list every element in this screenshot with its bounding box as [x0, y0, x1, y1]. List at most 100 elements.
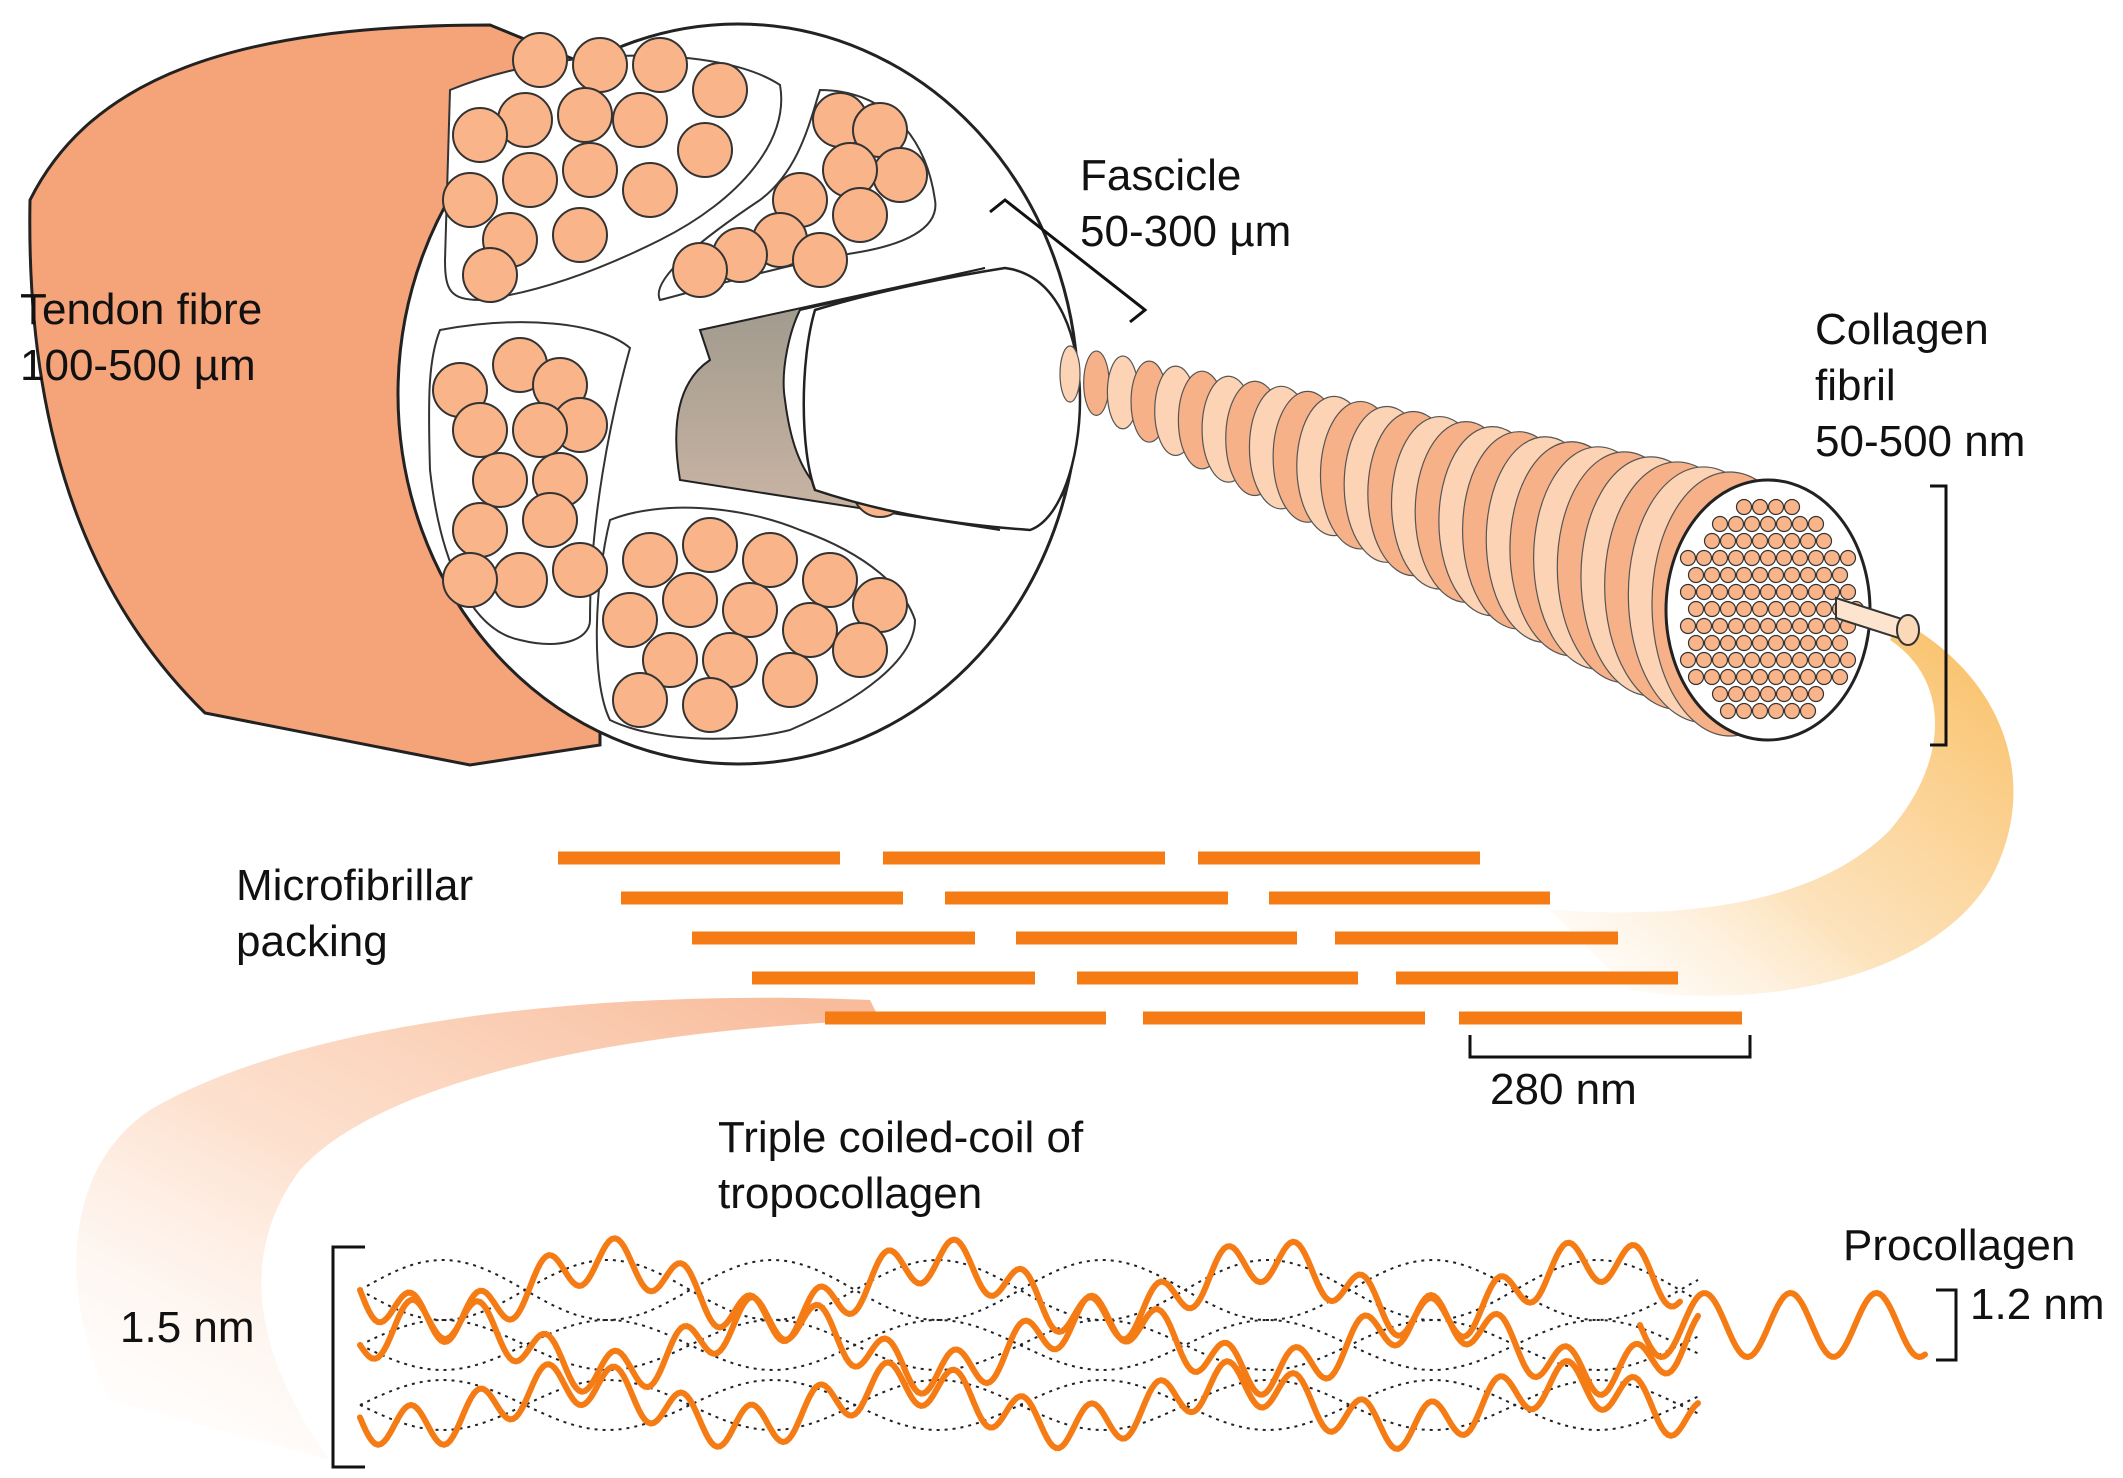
- fascicle-circle: [472, 452, 528, 508]
- microfibril-circle: [1831, 566, 1849, 584]
- fibril-end: [1664, 478, 1920, 742]
- microfibril-circle: [1743, 617, 1761, 635]
- microfibril-circle: [1815, 566, 1833, 584]
- fascicle-circle: [632, 37, 688, 93]
- microfibril-circle: [1799, 702, 1817, 720]
- fascicle-circle: [612, 672, 668, 728]
- fascicle-circle: [622, 532, 678, 588]
- microfibril-circle: [1783, 702, 1801, 720]
- fascicle-circle: [442, 172, 498, 228]
- microfibril-circle: [1751, 600, 1769, 618]
- coil-envelope: [359, 1318, 1699, 1372]
- microfibril-circle: [1767, 566, 1785, 584]
- fascicle-circle: [742, 532, 798, 588]
- microfibril-circle: [1751, 532, 1769, 550]
- microfibril-circle: [1767, 498, 1785, 516]
- microfibril-circle: [1735, 600, 1753, 618]
- fascicle-circle: [872, 147, 928, 203]
- fascicle-circle: [612, 92, 668, 148]
- microfibril-circle: [1823, 651, 1841, 669]
- microfibril-circle: [1703, 566, 1721, 584]
- label-collagen-fibril-size: 50-500 nm: [1815, 417, 2026, 466]
- microfibril-circle: [1719, 702, 1737, 720]
- fascicle-circle: [452, 107, 508, 163]
- fascicle-circle: [502, 152, 558, 208]
- microfibril-circle: [1695, 617, 1713, 635]
- microfibril-circle: [1759, 685, 1777, 703]
- microfibril-circle: [1775, 549, 1793, 567]
- microfibril-circle: [1711, 583, 1729, 601]
- fascicle-circle: [462, 247, 518, 303]
- microfibril-circle: [1807, 515, 1825, 533]
- microfibril-circle: [1823, 549, 1841, 567]
- microfibril-circle: [1735, 702, 1753, 720]
- microfibril-circle: [1751, 668, 1769, 686]
- microfibril-circle: [1679, 651, 1697, 669]
- triple-helix-bracket: [331, 1245, 365, 1469]
- fascicle-circle: [552, 207, 608, 263]
- fascicle-circle: [622, 162, 678, 218]
- microfibril-circle: [1823, 583, 1841, 601]
- microfibril-circle: [1719, 566, 1737, 584]
- microfibril-circle: [1791, 685, 1809, 703]
- microfibril-circle: [1735, 498, 1753, 516]
- microfibril-circle: [1775, 617, 1793, 635]
- microfibril-circle: [1679, 583, 1697, 601]
- fascicle-cavity: [675, 267, 1001, 531]
- microfibril-circle: [1743, 549, 1761, 567]
- microfibril-circle: [1735, 634, 1753, 652]
- microfibril-circle: [1759, 583, 1777, 601]
- fascicle-circle: [552, 542, 608, 598]
- fascicle-circle: [832, 187, 888, 243]
- fascicle-circle: [762, 652, 818, 708]
- fibril-to-packing-band: [1550, 620, 2014, 996]
- label-collagen-fibril-line1: Collagen: [1815, 305, 1989, 354]
- fascicle-circle: [512, 32, 568, 88]
- fascicle-circle: [832, 622, 888, 678]
- microfibril-circle: [1727, 651, 1745, 669]
- microfibril-circle: [1719, 668, 1737, 686]
- fascicle-circle: [452, 502, 508, 558]
- microfibril-circle: [1679, 617, 1697, 635]
- label-procollagen: Procollagen: [1843, 1221, 2076, 1270]
- microfibril-circle: [1759, 549, 1777, 567]
- procollagen-wave-line: [1637, 1289, 1928, 1361]
- microfibril-circle: [1711, 685, 1729, 703]
- fascicle-circle: [492, 552, 548, 608]
- fascicle-circle: [682, 677, 738, 733]
- label-packing-line1: Microfibrillar: [236, 861, 474, 910]
- fascicle-circle: [802, 552, 858, 608]
- fascicle-circle: [562, 142, 618, 198]
- label-packing-line2: packing: [236, 917, 388, 966]
- microfibril-circle: [1703, 600, 1721, 618]
- microfibril-circle: [1767, 532, 1785, 550]
- microfibril-circle: [1799, 600, 1817, 618]
- coil-envelope: [359, 1378, 1699, 1432]
- period-bracket: [1468, 1035, 1752, 1059]
- microfibril-circle: [1727, 515, 1745, 533]
- microfibril-circle: [1839, 549, 1857, 567]
- microfibril-circle: [1839, 583, 1857, 601]
- label-fascicle-size: 50-300 µm: [1080, 207, 1292, 256]
- microfibril-circle: [1735, 668, 1753, 686]
- microfibril-circle: [1751, 634, 1769, 652]
- microfibril-circle: [1695, 651, 1713, 669]
- microfibril-circle: [1687, 668, 1705, 686]
- microfibril-circle: [1679, 549, 1697, 567]
- microfibril-circle: [1815, 532, 1833, 550]
- fascicle-circle: [602, 592, 658, 648]
- label-triple-coil-line1: Triple coiled-coil of: [718, 1113, 1084, 1162]
- tendon-fibre: [28, 22, 1080, 767]
- microfibril-circle: [1711, 515, 1729, 533]
- label-triple-height: 1.5 nm: [120, 1303, 255, 1352]
- microfibril-circle: [1703, 668, 1721, 686]
- microfibril-circle: [1775, 583, 1793, 601]
- fibril-disc: [1059, 345, 1081, 403]
- microfibril-circle: [1807, 583, 1825, 601]
- label-microfibrillar-packing: Microfibrillar packing: [236, 858, 473, 970]
- fascicle-circle: [557, 87, 613, 143]
- microfibril-circle: [1695, 549, 1713, 567]
- microfibril-circle: [1759, 515, 1777, 533]
- microfibril-circle: [1807, 651, 1825, 669]
- fascicle-circle: [722, 582, 778, 638]
